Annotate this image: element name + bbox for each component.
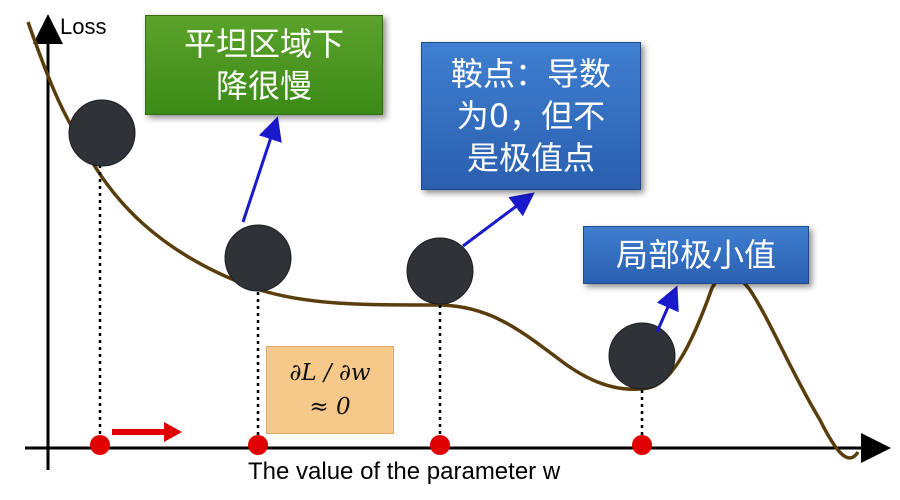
gradient-annotation: ∂L / ∂w ≈ 0 [266, 346, 394, 434]
saddle-point-annotation: 鞍点：导数 为0，但不 是极值点 [421, 42, 641, 190]
red-dot-icon [90, 435, 110, 455]
gradient-formula: ∂L / ∂w [289, 360, 371, 386]
plateau-annotation: 平坦区域下 降很慢 [145, 15, 383, 115]
ball-icon [224, 224, 292, 292]
ball-icon [608, 322, 676, 390]
blue-arrow-icon [462, 192, 535, 248]
gradient-approx: ≈ 0 [309, 394, 351, 420]
red-dot-icon [248, 435, 268, 455]
red-dot-icon [632, 435, 652, 455]
y-axis-label: Loss [60, 14, 107, 39]
ball-icon [68, 99, 136, 167]
blue-arrow-icon [241, 116, 282, 223]
ball-icon [406, 237, 474, 305]
red-dot-icon [430, 435, 450, 455]
blue-arrow-icon [655, 285, 679, 333]
red-arrow-head-icon [164, 422, 182, 442]
loss-curve [26, 21, 860, 460]
x-axis-label: The value of the parameter w [248, 458, 561, 485]
local-minimum-annotation: 局部极小值 [583, 226, 809, 284]
